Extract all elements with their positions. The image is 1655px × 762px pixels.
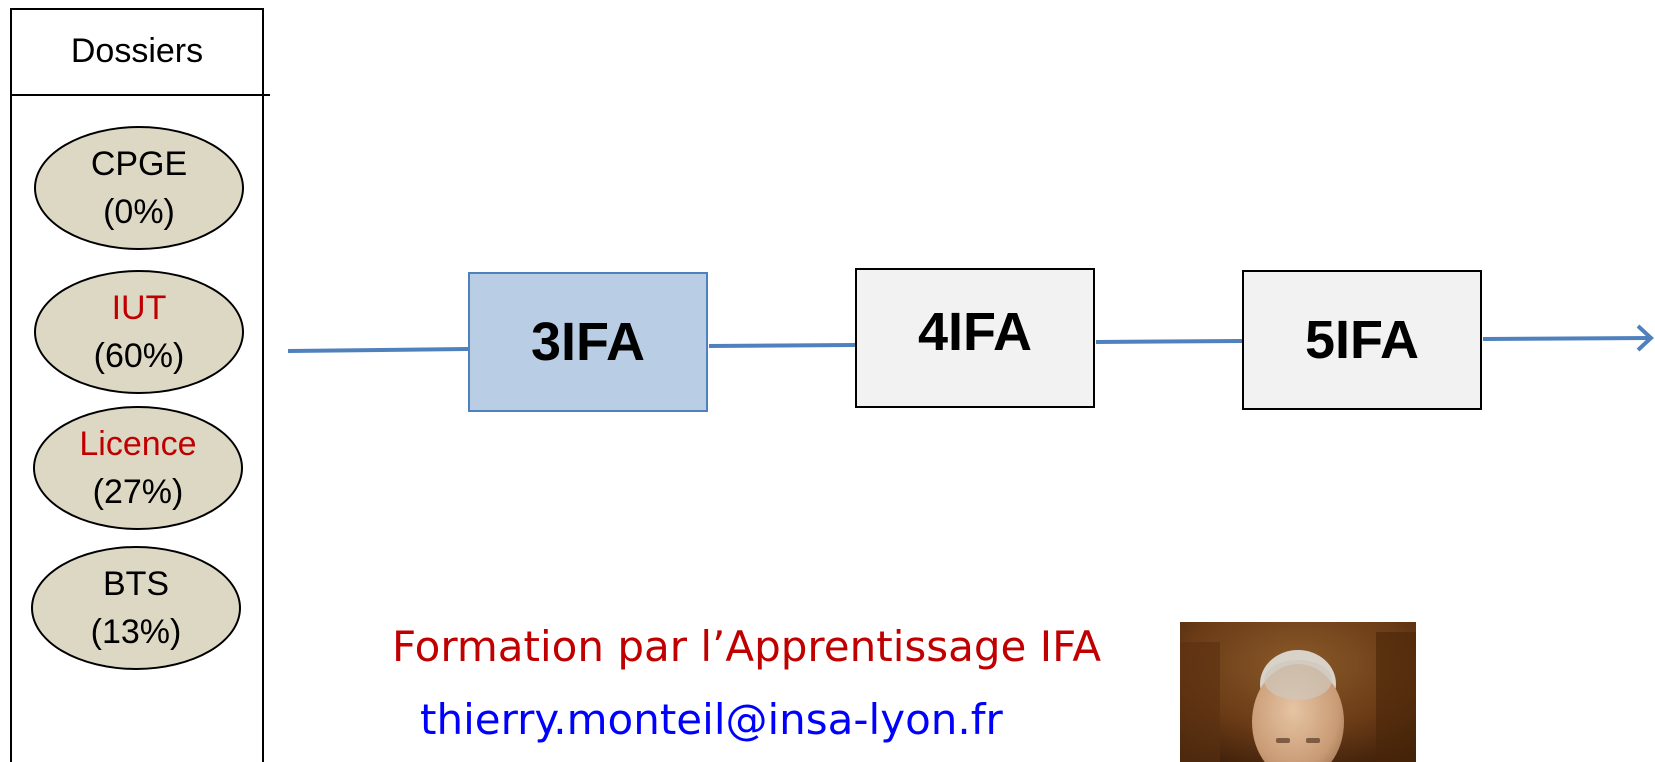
connector-3ifa-4ifa (708, 343, 856, 348)
oval-bts: BTS (13%) (31, 546, 241, 670)
oval-bts-percent: (13%) (90, 613, 182, 651)
oval-cpge: CPGE (0%) (34, 126, 244, 250)
oval-iut: IUT (60%) (34, 270, 244, 394)
stage-box-4ifa: 4IFA (855, 268, 1095, 408)
oval-licence-percent: (27%) (92, 473, 184, 511)
arrow-head-icon (1636, 324, 1654, 352)
connector-entry (287, 347, 469, 353)
portrait-image (1180, 622, 1416, 762)
oval-iut-label: IUT (111, 289, 167, 327)
oval-iut-percent: (60%) (93, 337, 185, 375)
oval-cpge-label: CPGE (90, 145, 188, 183)
sidebar-header-label: Dossiers (70, 31, 204, 70)
oval-licence-label: Licence (79, 425, 197, 463)
connector-exit (1482, 336, 1651, 341)
stage-label-3ifa: 3IFA (530, 312, 646, 372)
contact-email[interactable]: thierry.monteil@insa-lyon.fr (420, 695, 1003, 744)
oval-cpge-percent: (0%) (103, 193, 175, 231)
connector-4ifa-5ifa (1095, 339, 1243, 344)
portrait-photo (1180, 622, 1416, 762)
oval-bts-label: BTS (102, 565, 170, 603)
program-title: Formation par l’Apprentissage IFA (392, 622, 1102, 671)
stage-label-4ifa: 4IFA (917, 302, 1033, 362)
sidebar-header: Dossiers (10, 8, 270, 96)
stage-label-5ifa: 5IFA (1304, 310, 1420, 370)
stage-box-5ifa: 5IFA (1242, 270, 1482, 410)
oval-licence: Licence (27%) (33, 406, 243, 530)
stage-box-3ifa: 3IFA (468, 272, 708, 412)
